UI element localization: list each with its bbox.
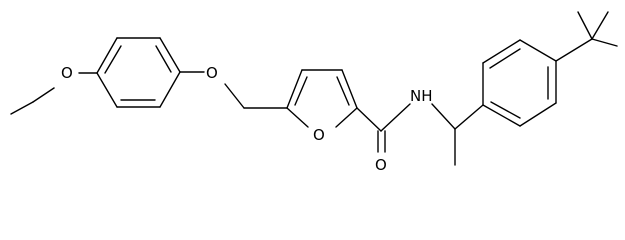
ethyl-group bbox=[10, 87, 55, 115]
amide-group bbox=[356, 103, 456, 153]
chemical-structure-diagram: O O O O NH bbox=[10, 11, 618, 174]
atom-label-oxygen-furan: O bbox=[313, 126, 325, 144]
atom-label-oxygen-ether: O bbox=[206, 64, 218, 82]
tert-butylphenyl-ring bbox=[482, 39, 557, 127]
atom-label-oxygen-ethoxy: O bbox=[61, 64, 73, 82]
ethoxyphenyl-ring bbox=[96, 37, 181, 108]
furan-ring bbox=[286, 69, 358, 128]
tert-butyl-group bbox=[555, 11, 618, 62]
bond-ether-o-to-ch2 bbox=[224, 83, 245, 109]
bond-ch-to-phenyl bbox=[454, 104, 484, 130]
atom-label-oxygen-carbonyl: O bbox=[375, 156, 387, 174]
atom-label-amide-nh: NH bbox=[410, 87, 433, 105]
